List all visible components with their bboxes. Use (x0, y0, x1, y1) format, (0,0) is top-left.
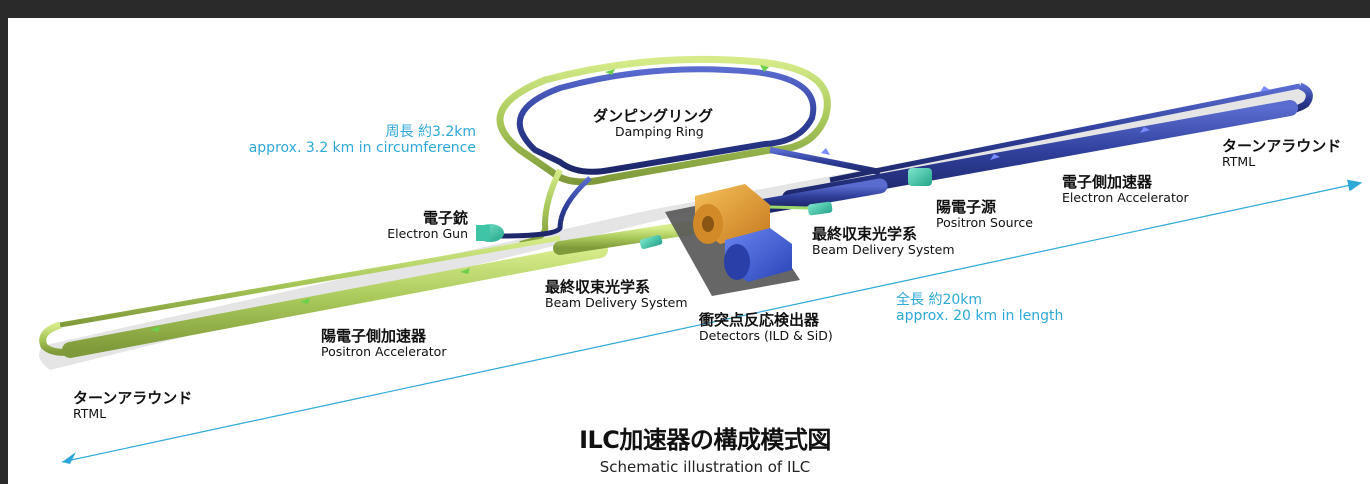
electron-accelerator-en: Electron Accelerator (1062, 190, 1189, 206)
rtml-right-en: RTML (1222, 154, 1256, 170)
sid-detector (724, 228, 792, 282)
electron-bds-tube (752, 178, 888, 215)
bds-side-component-left (639, 234, 663, 250)
electron-gun-en: Electron Gun (387, 226, 468, 242)
ring-connector-green (519, 168, 563, 247)
detectors-label: 衝突点反応検出器 Detectors (ILD & SiD) (699, 311, 833, 344)
positron-turnaround (39, 321, 73, 356)
rtml-left-label: ターンアラウンド RTML (73, 389, 193, 422)
electron-gun-label: 電子銃 Electron Gun (372, 209, 468, 242)
length-arrow-tail (62, 452, 76, 464)
detectors-en: Detectors (ILD & SiD) (699, 328, 833, 344)
rtml-right-label: ターンアラウンド RTML (1222, 137, 1342, 170)
damping-ring-jp: ダンピングリング (593, 107, 714, 125)
ild-detector (693, 184, 770, 244)
beam-direction-arrows-blue (821, 86, 1270, 160)
positron-accelerator-jp: 陽電子側加速器 (321, 327, 427, 345)
length-en: approx. 20 km in length (896, 308, 1064, 325)
damping-ring-outer (496, 55, 831, 186)
rtml-right-jp: ターンアラウンド (1222, 137, 1342, 155)
rtml-left-jp: ターンアラウンド (73, 389, 193, 407)
detectors-jp: 衝突点反応検出器 (699, 311, 820, 329)
positron-accelerator-en: Positron Accelerator (321, 344, 447, 360)
bds-right-label: 最終収束光学系 Beam Delivery System (812, 225, 955, 258)
figure-title: ILC加速器の構成模式図 Schematic illustration of I… (0, 420, 1370, 476)
bds-right-jp: 最終収束光学系 (812, 225, 918, 243)
damping-ring-inner (516, 66, 817, 175)
electron-gun-jp: 電子銃 (422, 209, 468, 227)
circumference-label: 周長 約3.2km approx. 3.2 km in circumferenc… (228, 124, 476, 156)
electron-return-line (829, 83, 1301, 183)
positron-bds-tube (553, 221, 697, 255)
positron-source-label: 陽電子源 Positron Source (936, 198, 1033, 231)
electron-accelerator-jp: 電子側加速器 (1062, 173, 1153, 191)
length-label: 全長 約20km approx. 20 km in length (896, 292, 1063, 324)
bds-side-component-right (769, 201, 833, 216)
ring-connector-right (769, 147, 881, 175)
electron-accelerator-label: 電子側加速器 Electron Accelerator (1062, 173, 1189, 206)
circumference-en: approx. 3.2 km in circumference (248, 140, 476, 157)
positron-source-component (908, 168, 932, 186)
bds-left-jp: 最終収束光学系 (545, 278, 651, 296)
length-jp: 全長 約20km (896, 292, 983, 308)
bds-right-en: Beam Delivery System (812, 242, 955, 258)
rtml-left-en: RTML (73, 406, 107, 422)
damping-ring-label: ダンピングリング Damping Ring (593, 107, 714, 140)
figure-title-en: Schematic illustration of ILC (599, 458, 811, 476)
ring-connector-blue (499, 176, 592, 239)
circumference-jp: 周長 約3.2km (385, 124, 476, 140)
positron-accelerator-label: 陽電子側加速器 Positron Accelerator (321, 327, 447, 360)
electron-gun-component (476, 224, 504, 242)
beam-direction-arrows (150, 65, 769, 332)
bds-left-en: Beam Delivery System (545, 295, 688, 311)
positron-accelerator-tube (62, 242, 608, 358)
length-arrow (61, 179, 1363, 463)
figure-title-jp: ILC加速器の構成模式図 (579, 426, 831, 454)
positron-source-jp: 陽電子源 (936, 198, 997, 216)
bds-left-label: 最終収束光学系 Beam Delivery System (545, 278, 688, 311)
positron-source-en: Positron Source (936, 215, 1033, 231)
damping-ring-en: Damping Ring (615, 124, 704, 140)
positron-return-line (59, 235, 561, 328)
